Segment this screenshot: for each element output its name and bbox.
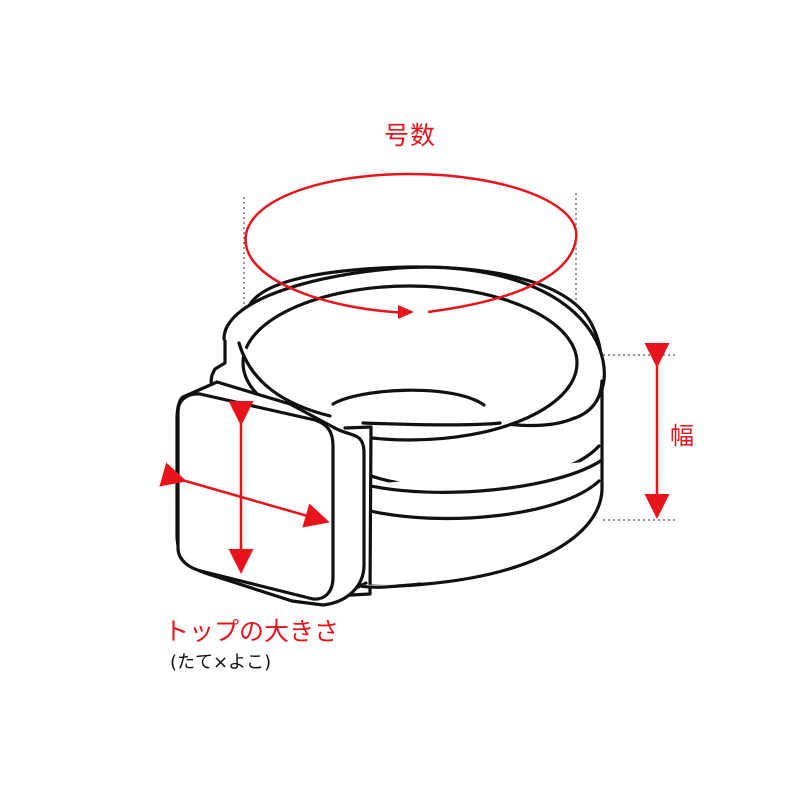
top-width-arrow (159, 462, 330, 528)
top-size-note: (たて×よこ) (170, 652, 272, 673)
ring-body (175, 265, 606, 607)
top-size-label: トップの大きさ (164, 617, 340, 646)
ring-size-arrowhead-icon (398, 305, 414, 319)
ring-size-label: 号数 (384, 121, 437, 150)
ring-width-label: 幅 (670, 422, 694, 450)
ring-size-circumference (244, 172, 578, 315)
